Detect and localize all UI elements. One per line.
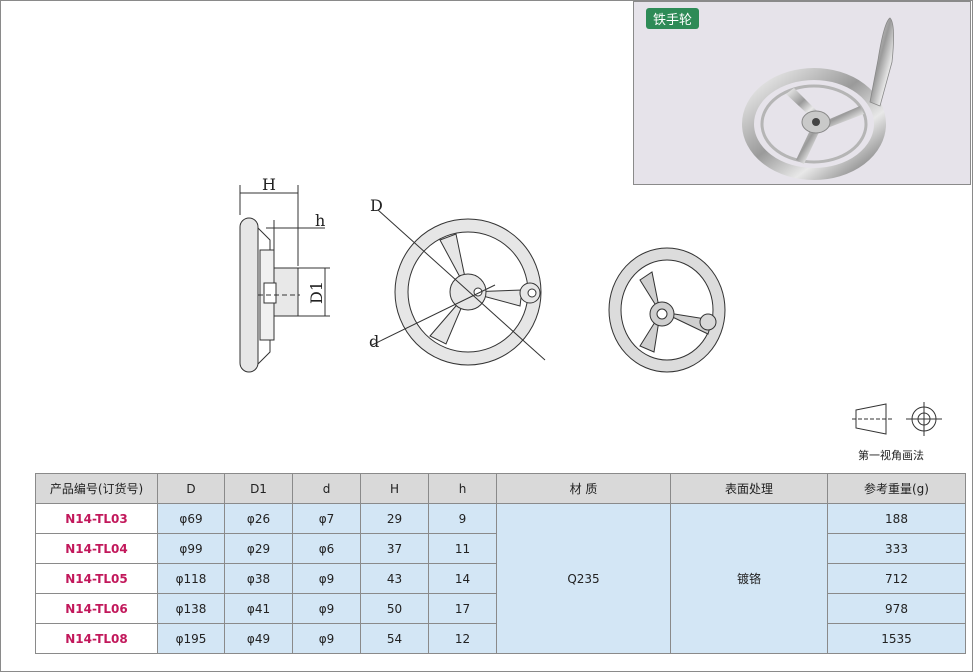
bore-cell: φ9: [292, 593, 361, 624]
h-total-cell: 43: [360, 563, 429, 594]
technical-drawing: H h D1 D d: [239, 175, 942, 436]
finish-cell: 镀铬: [670, 503, 828, 654]
model-cell: N14-TL03: [35, 503, 158, 534]
table-header-row: 产品编号(订货号) D D1 d H h 材 质 表面处理 参考重量(g): [35, 473, 966, 504]
model-cell: N14-TL06: [35, 593, 158, 624]
header-D1: D1: [224, 473, 293, 504]
side-view: [239, 185, 330, 373]
model-cell: N14-TL04: [35, 533, 158, 564]
iso-view: [608, 247, 726, 373]
dim-label-h: h: [315, 211, 325, 230]
h-hub-cell: 12: [428, 623, 497, 654]
product-photo: [742, 17, 894, 180]
d-cell: φ69: [157, 503, 225, 534]
header-h: h: [428, 473, 497, 504]
header-material: 材 质: [496, 473, 671, 504]
d1-cell: φ38: [224, 563, 293, 594]
h-total-cell: 54: [360, 623, 429, 654]
d-cell: φ138: [157, 593, 225, 624]
first-angle-projection-symbol: [852, 402, 942, 436]
table-row: N14-TL06 φ138 φ41 φ9 50 17 978: [35, 593, 966, 624]
bore-cell: φ9: [292, 623, 361, 654]
weight-cell: 188: [827, 503, 966, 534]
d-cell: φ195: [157, 623, 225, 654]
d1-cell: φ49: [224, 623, 293, 654]
front-view: [371, 209, 546, 366]
header-D: D: [157, 473, 225, 504]
table-row: N14-TL05 φ118 φ38 φ9 43 14 712: [35, 563, 966, 594]
h-hub-cell: 9: [428, 503, 497, 534]
dim-label-D1: D1: [307, 281, 326, 304]
d1-cell: φ29: [224, 533, 293, 564]
d-cell: φ118: [157, 563, 225, 594]
h-hub-cell: 17: [428, 593, 497, 624]
model-cell: N14-TL08: [35, 623, 158, 654]
table-row: N14-TL03 φ69 φ26 φ7 29 9 Q235 镀铬 188: [35, 503, 966, 654]
dim-label-H: H: [262, 175, 276, 194]
h-hub-cell: 11: [428, 533, 497, 564]
bore-cell: φ7: [292, 503, 361, 534]
product-photo-panel: 铁手轮: [633, 1, 971, 185]
weight-cell: 1535: [827, 623, 966, 654]
h-total-cell: 29: [360, 503, 429, 534]
bore-cell: φ6: [292, 533, 361, 564]
weight-cell: 712: [827, 563, 966, 594]
projection-label: 第一视角画法: [858, 449, 924, 462]
dim-label-d: d: [369, 332, 379, 351]
spec-table: 产品编号(订货号) D D1 d H h 材 质 表面处理 参考重量(g) N1…: [35, 473, 966, 654]
d-cell: φ99: [157, 533, 225, 564]
weight-cell: 978: [827, 593, 966, 624]
weight-cell: 333: [827, 533, 966, 564]
h-total-cell: 50: [360, 593, 429, 624]
model-cell: N14-TL05: [35, 563, 158, 594]
table-row: N14-TL04 φ99 φ29 φ6 37 11 333: [35, 533, 966, 564]
table-row: N14-TL08 φ195 φ49 φ9 54 12 1535: [35, 623, 966, 654]
header-model: 产品编号(订货号): [35, 473, 158, 504]
h-hub-cell: 14: [428, 563, 497, 594]
d1-cell: φ41: [224, 593, 293, 624]
bore-cell: φ9: [292, 563, 361, 594]
header-H: H: [360, 473, 429, 504]
header-finish: 表面处理: [670, 473, 828, 504]
dim-label-D: D: [370, 196, 383, 215]
material-cell: Q235: [496, 503, 671, 654]
product-name-badge: 铁手轮: [646, 8, 700, 29]
d1-cell: φ26: [224, 503, 293, 534]
h-total-cell: 37: [360, 533, 429, 564]
header-d: d: [292, 473, 361, 504]
header-weight: 参考重量(g): [827, 473, 966, 504]
